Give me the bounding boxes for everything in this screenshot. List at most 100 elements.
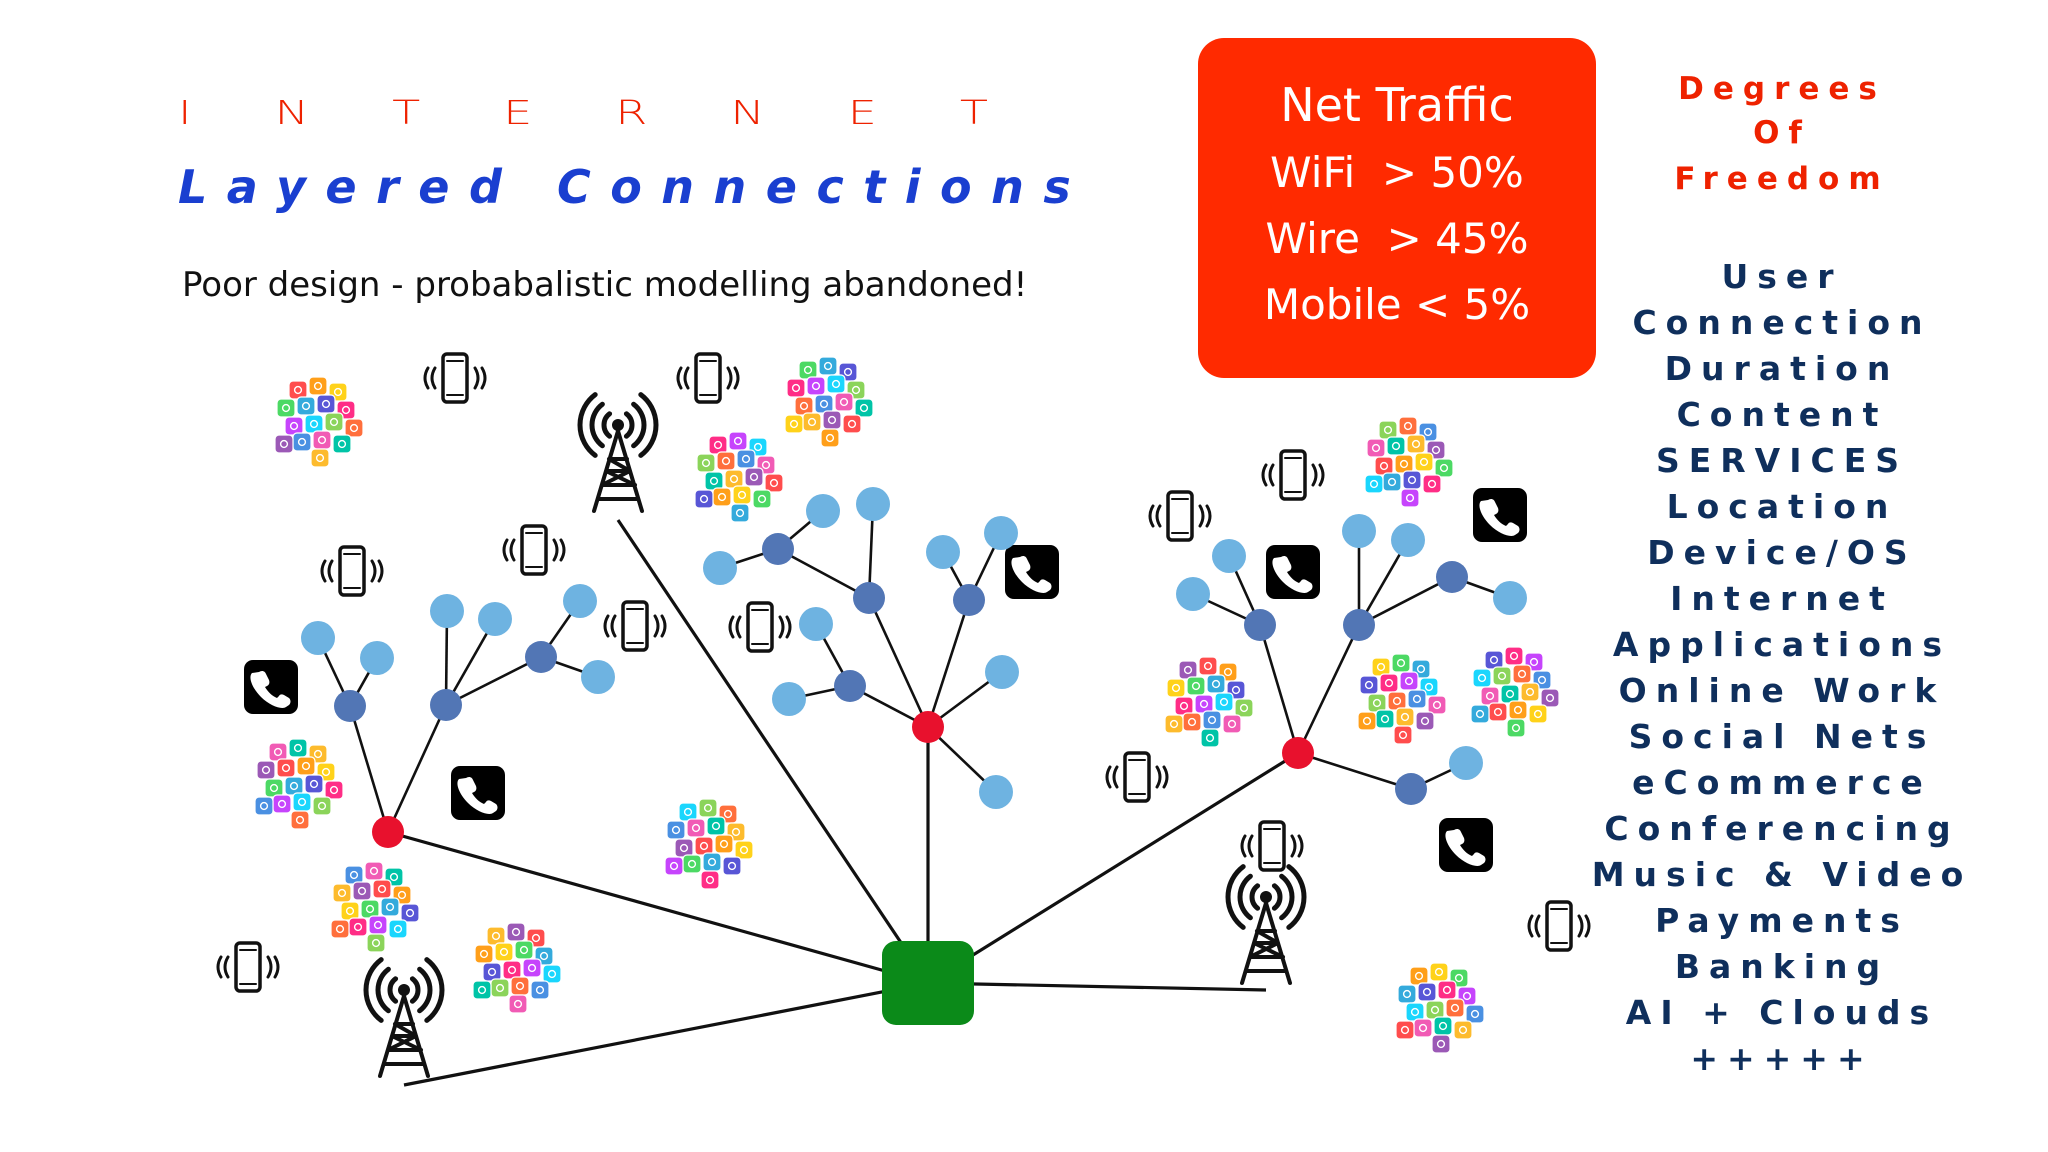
dof-item: Device/OS — [1647, 533, 1917, 572]
mobile-phone-icon — [1261, 449, 1325, 501]
dof-item: Content — [1676, 395, 1888, 434]
network-link — [386, 704, 448, 833]
mobile-phone-icon — [1148, 490, 1212, 542]
network-nodes — [301, 487, 1527, 1025]
degrees-of-freedom-list: User Connection Duration Content SERVICE… — [1542, 254, 2022, 1082]
title-letter: R — [615, 93, 648, 132]
dof-item: Banking — [1674, 947, 1890, 986]
dof-item: Payments — [1655, 901, 1909, 940]
title-letter: T — [959, 93, 988, 132]
network-link — [927, 751, 1299, 985]
title-letter: E — [503, 93, 533, 132]
network-link — [867, 597, 930, 728]
mobile-phone-icon — [216, 941, 280, 993]
phone-handset-icon — [1473, 488, 1527, 542]
device-node — [762, 533, 794, 565]
app-cluster-icon — [694, 431, 784, 523]
endpoint-node — [984, 516, 1018, 550]
endpoint-node — [806, 494, 840, 528]
mobile-phone-icon — [676, 352, 740, 404]
title-internet: I N T E R N E T — [178, 96, 988, 129]
network-link — [1297, 751, 1412, 791]
mobile-phone-icon — [728, 601, 792, 653]
internet-hub — [882, 941, 974, 1025]
dof-item: Duration — [1664, 349, 1900, 388]
phone-handset-icon — [451, 766, 505, 820]
endpoint-node — [985, 655, 1019, 689]
endpoint-node — [301, 621, 335, 655]
endpoint-node — [478, 602, 512, 636]
phone-handset-icon — [244, 660, 298, 714]
device-node — [953, 584, 985, 616]
net-traffic-title: Net Traffic — [1280, 78, 1514, 132]
router-node — [912, 711, 944, 743]
endpoint-node — [581, 660, 615, 694]
dof-item: Location — [1666, 487, 1898, 526]
network-link — [1258, 624, 1300, 754]
endpoint-node — [926, 535, 960, 569]
device-node — [1436, 561, 1468, 593]
network-link — [403, 981, 929, 1087]
network-link — [927, 981, 1267, 992]
dof-heading-line: Freedom — [1674, 161, 1890, 197]
mobile-phone-icon — [1240, 820, 1304, 872]
phone-handset-icon — [1266, 545, 1320, 599]
endpoint-node — [979, 775, 1013, 809]
dof-heading-line: Degrees — [1678, 71, 1886, 107]
mobile-phone-icon — [502, 524, 566, 576]
phone-handset-icon — [1439, 818, 1493, 872]
phone-handset-icon — [1005, 545, 1059, 599]
dof-item: Connection — [1632, 303, 1932, 342]
app-cluster-icon — [472, 922, 562, 1014]
endpoint-node — [1342, 514, 1376, 548]
endpoint-node — [1212, 539, 1246, 573]
app-cluster-icon — [1470, 646, 1560, 738]
traffic-row-wifi: WiFi > 50% — [1270, 148, 1524, 197]
network-link — [348, 705, 390, 833]
device-node — [1395, 773, 1427, 805]
device-node — [430, 689, 462, 721]
dof-item: +++++ — [1690, 1039, 1874, 1078]
network-link — [445, 655, 542, 707]
mobile-phone-icon — [320, 545, 384, 597]
app-cluster-icon — [784, 356, 874, 448]
dof-item: Applications — [1612, 625, 1952, 664]
app-cluster-icon — [1357, 653, 1447, 745]
network-link — [926, 599, 971, 728]
network-link — [1296, 624, 1361, 754]
app-cluster-icon — [1364, 416, 1454, 508]
network-icons — [216, 352, 1591, 1078]
endpoint-node — [360, 641, 394, 675]
endpoint-node — [1449, 746, 1483, 780]
dof-item: Conferencing — [1604, 809, 1960, 848]
endpoint-node — [799, 607, 833, 641]
dof-item: Social Nets — [1628, 717, 1936, 756]
network-link — [616, 519, 930, 984]
device-node — [1343, 609, 1375, 641]
router-node — [372, 816, 404, 848]
cell-tower-icon — [1225, 864, 1307, 985]
endpoint-node — [430, 594, 464, 628]
dof-heading-line: Of — [1753, 115, 1811, 151]
dof-item: SERVICES — [1655, 441, 1909, 480]
dof-item: eCommerce — [1632, 763, 1932, 802]
endpoint-node — [856, 487, 890, 521]
app-cluster-icon — [1164, 656, 1254, 748]
endpoint-node — [1176, 577, 1210, 611]
dof-item: User — [1721, 257, 1843, 296]
app-cluster-icon — [274, 376, 364, 468]
app-cluster-icon — [1395, 962, 1485, 1054]
design-note: Poor design - probabalistic modelling ab… — [182, 265, 1028, 305]
dof-item: Online Work — [1618, 671, 1946, 710]
traffic-row-wire: Wire > 45% — [1265, 214, 1529, 263]
title-layered-connections: Layered Connections — [178, 160, 1091, 214]
cell-tower-icon — [363, 957, 445, 1078]
endpoint-node — [772, 682, 806, 716]
router-node — [1282, 737, 1314, 769]
endpoint-node — [1391, 523, 1425, 557]
traffic-row-mobile: Mobile < 5% — [1263, 280, 1531, 329]
device-node — [1244, 609, 1276, 641]
title-letter: I — [178, 93, 192, 132]
dof-item: Music & Video — [1591, 855, 1973, 894]
network-link — [1358, 575, 1453, 627]
